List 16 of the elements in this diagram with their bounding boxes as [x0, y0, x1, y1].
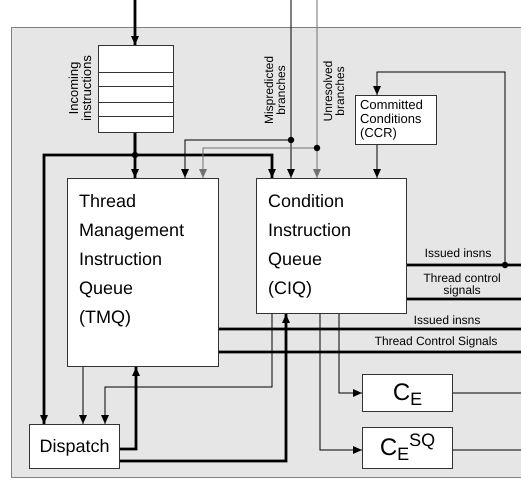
instruction-queue-box [98, 45, 174, 133]
process-box: Dispatch [29, 424, 120, 469]
queue-label: Incoming instructions [67, 54, 93, 123]
connector-arrow [373, 144, 381, 178]
connector-arrow [320, 314, 362, 454]
connector-arrow [120, 367, 140, 450]
connector-arrow [131, 0, 139, 45]
queue-box: Thread Management Instruction Queue (TMQ) [67, 178, 219, 367]
queue-box: Condition Instruction Queue (CIQ) [256, 178, 407, 314]
register-box: Committed Conditions (CCR) [355, 95, 437, 145]
connector-arrow [120, 314, 290, 462]
unit-box: C$_{E}$ [362, 374, 453, 412]
connector-arrow [101, 314, 272, 424]
connector-arrow [40, 133, 136, 424]
connector-arrow [338, 314, 362, 397]
connector-arrow [79, 366, 87, 424]
